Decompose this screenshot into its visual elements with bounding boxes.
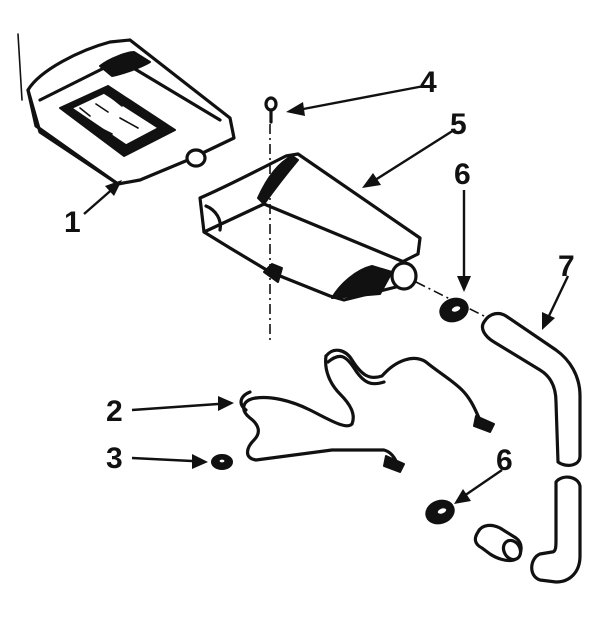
leader-lines [83, 84, 570, 504]
callout-6-upper: 6 [454, 158, 471, 191]
callout-1: 1 [64, 206, 81, 239]
callout-3: 3 [106, 442, 123, 475]
part-5-valve-housing [198, 152, 422, 302]
part-6-ring-upper [439, 297, 469, 323]
callout-6-lower: 6 [496, 444, 513, 477]
callout-5: 5 [450, 108, 467, 141]
callout-2: 2 [106, 395, 123, 428]
part-3-clip [211, 454, 233, 470]
part-4-screw [264, 96, 278, 124]
part-1-dispenser-cover [17, 33, 236, 186]
callout-4: 4 [420, 66, 437, 99]
part-6-ring-lower [425, 499, 455, 525]
tube-fitting [473, 523, 523, 563]
part-7-tubing [480, 311, 582, 584]
callout-7: 7 [558, 250, 575, 283]
part-2-wire-harness [239, 348, 495, 473]
